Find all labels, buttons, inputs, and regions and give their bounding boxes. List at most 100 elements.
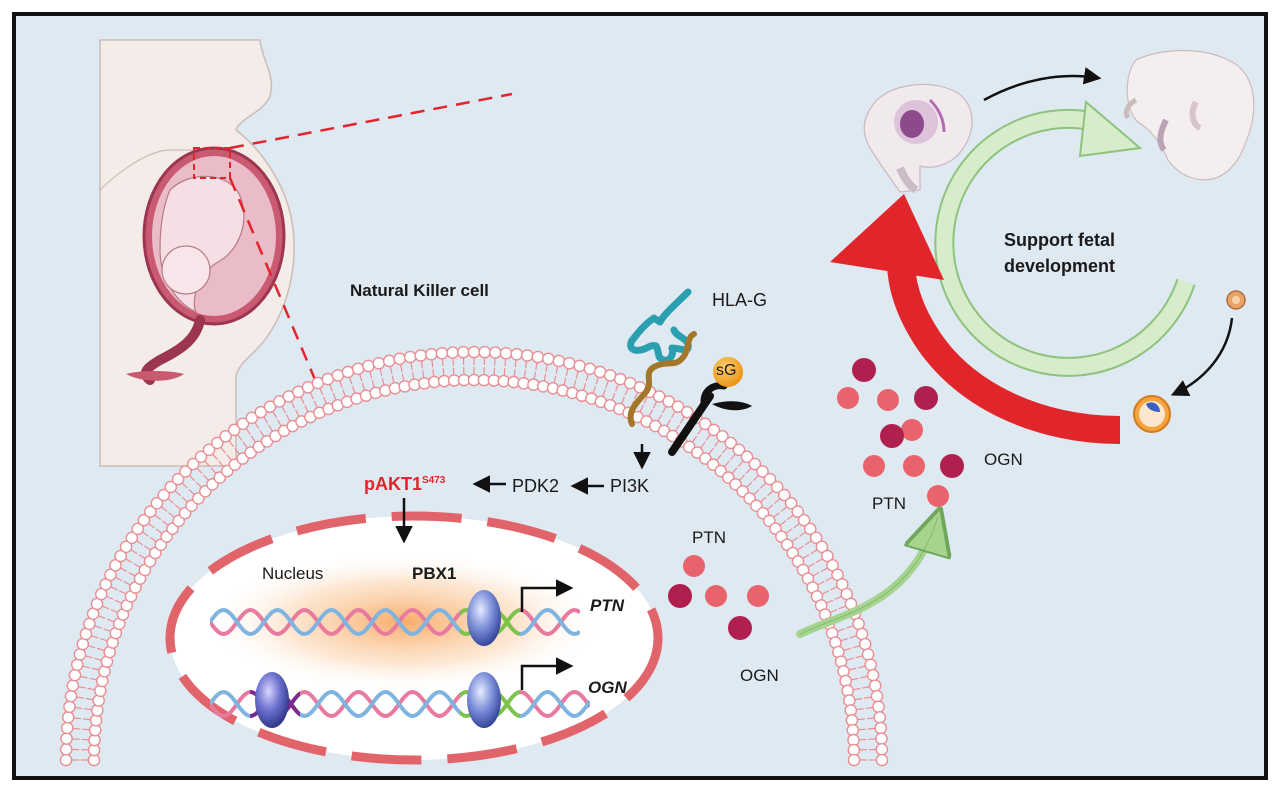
ogn-dot (728, 616, 752, 640)
lipid-head (874, 721, 888, 735)
lipid-tail (359, 374, 363, 382)
lipid-tail (114, 599, 122, 604)
support-label-line1: Support fetal (1004, 230, 1115, 250)
lipid-head (194, 450, 208, 464)
lipid-tail (767, 504, 774, 510)
lipid-tail (88, 645, 96, 649)
lipid-tail (125, 558, 133, 564)
lipid-head (770, 480, 784, 494)
lipid-head (137, 513, 151, 527)
lipid-head (403, 350, 417, 364)
lipid-tail (826, 599, 834, 604)
lipid-tail (713, 440, 720, 447)
lipid-head (210, 436, 224, 450)
frame-border (12, 12, 1268, 780)
pakt1-label: pAKT1S473 (364, 474, 445, 495)
lipid-tail (862, 686, 870, 689)
lipid-head (63, 700, 76, 714)
lipid-head (870, 689, 884, 703)
lipid-tail (391, 375, 395, 383)
sg-receptor (668, 357, 752, 456)
lipid-tail (379, 368, 383, 377)
lipid-head (372, 356, 386, 370)
lipid-tail (181, 482, 188, 489)
ptn-dot (927, 485, 949, 507)
lipid-tail (281, 406, 287, 414)
lipid-tail (730, 453, 736, 461)
lipid-head (179, 465, 192, 478)
secreted-factors (668, 358, 964, 640)
blastocyst-icon (1133, 395, 1171, 433)
lipid-head (131, 522, 145, 536)
lipid-tail (319, 388, 324, 396)
lipid-tail (410, 362, 413, 370)
lipid-tail (543, 373, 547, 381)
lipid-tail (400, 364, 403, 372)
lipid-tail (138, 554, 146, 559)
lipid-tail (773, 498, 781, 504)
lipid-tail (91, 635, 99, 639)
lipid-tail (565, 368, 569, 377)
lipid-tail (295, 409, 300, 417)
lipid-tail (697, 428, 703, 435)
lipid-tail (810, 549, 818, 555)
arrow-morula-to-blastocyst (1170, 317, 1234, 397)
lipid-head (382, 354, 396, 368)
lipid-tail (212, 453, 218, 461)
lipid-tail (611, 392, 616, 400)
lipid-head (499, 346, 513, 360)
lipid-tail (807, 562, 815, 568)
kir-receptor (627, 331, 697, 427)
lipid-tail (97, 647, 105, 651)
lipid-head (457, 345, 470, 359)
ptn-dot (877, 389, 899, 411)
lipid-tail (799, 531, 806, 537)
lipid-tail (250, 435, 256, 443)
dna-strand (520, 689, 590, 719)
lipid-tail (555, 366, 559, 374)
lipid-tail (130, 549, 138, 555)
lipid-tail (634, 392, 639, 400)
lipid-tail (442, 368, 445, 376)
lipid-tail (504, 359, 507, 367)
lipid-head (150, 496, 164, 510)
lipid-head (59, 743, 73, 756)
lipid-head (803, 522, 817, 536)
lipid-tail (514, 360, 517, 368)
lipid-head (662, 395, 675, 408)
lipid-tail (583, 383, 587, 391)
lipid-head (125, 531, 139, 545)
lipid-tail (843, 647, 851, 651)
lipid-tail (167, 498, 175, 504)
dna-strand (460, 607, 520, 637)
lipid-tail (120, 567, 128, 573)
lipid-tail (188, 489, 195, 495)
lipid-tail (739, 474, 745, 481)
lipid-tail (535, 362, 538, 370)
lipid-head (446, 346, 459, 359)
lipid-tail (204, 460, 211, 467)
lipid-tail (825, 576, 833, 582)
lipid-tail (675, 424, 680, 432)
lipid-head (821, 549, 834, 563)
lipid-tail (815, 558, 823, 564)
lipid-tail (242, 441, 248, 449)
lipid-tail (342, 389, 346, 397)
lipid-tail (731, 467, 738, 474)
lipid-tail (830, 586, 838, 591)
lipid-tail (309, 392, 314, 400)
lipid-head (740, 450, 754, 464)
lipid-tail (74, 717, 82, 720)
lipid-tail (268, 424, 273, 432)
lipid-head (60, 721, 74, 735)
lipid-tail (865, 706, 873, 710)
lipid-head (868, 679, 882, 692)
lipid-tail (563, 377, 567, 385)
pbx1-label: PBX1 (412, 564, 457, 583)
lipid-tail (290, 401, 296, 409)
lipid-tail (802, 554, 810, 559)
lipid-head (341, 365, 355, 379)
lipid-tail (864, 696, 872, 699)
lipid-head (756, 465, 769, 478)
lipid-tail (787, 514, 794, 521)
